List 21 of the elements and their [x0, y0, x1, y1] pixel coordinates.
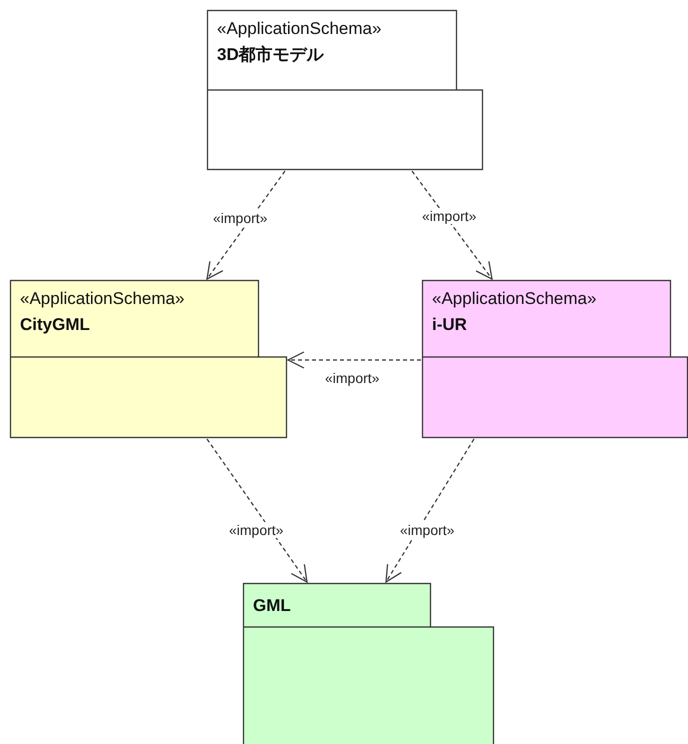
package-name: CityGML	[20, 314, 90, 336]
package-box	[243, 583, 494, 744]
edge-label: «import»	[212, 210, 268, 226]
stereotype-label: «ApplicationSchema»	[20, 288, 184, 310]
package-box	[10, 280, 287, 438]
edge-label: «import»	[324, 370, 380, 386]
dependency-arrow	[206, 438, 308, 583]
package-name: GML	[253, 595, 291, 617]
edge-label: «import»	[228, 522, 284, 538]
edge-label: «import»	[421, 208, 478, 224]
package-box	[422, 280, 688, 438]
dependency-arrow	[206, 170, 286, 280]
stereotype-label: «ApplicationSchema»	[217, 18, 382, 40]
stereotype-label: «ApplicationSchema»	[432, 288, 596, 310]
package-box	[207, 10, 483, 170]
package-name: 3D都市モデル	[217, 44, 324, 66]
package-name: i-UR	[432, 314, 467, 336]
edge-label: «import»	[399, 522, 456, 538]
dependency-arrow	[412, 170, 493, 280]
dependency-arrow	[385, 438, 475, 583]
dependency-arrow	[287, 351, 421, 369]
